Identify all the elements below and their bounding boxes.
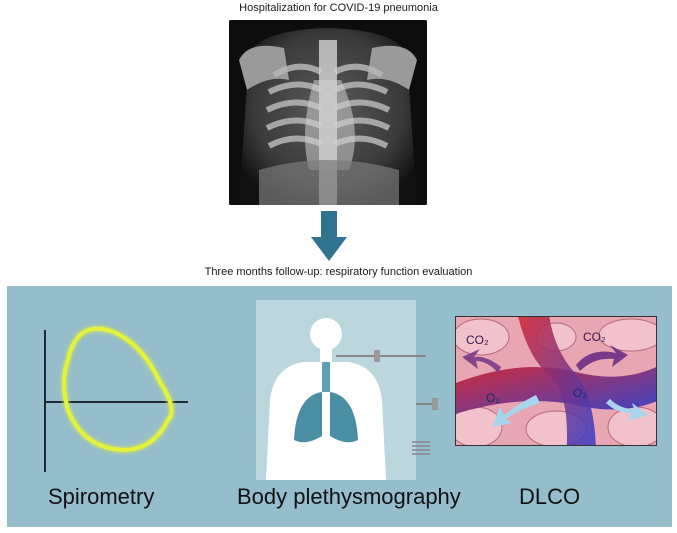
spirometry-label: Spirometry bbox=[48, 484, 155, 509]
top-caption: Hospitalization for COVID-19 pneumonia bbox=[239, 2, 438, 14]
co2-label-left: CO₂ bbox=[466, 333, 489, 347]
alveolar-exchange-drawing bbox=[456, 317, 656, 445]
spirometry-loop-icon bbox=[44, 326, 188, 472]
alveolar-exchange-image bbox=[455, 316, 657, 446]
co2-label-right: CO₂ bbox=[583, 330, 606, 344]
dlco-label: DLCO bbox=[519, 484, 581, 509]
down-arrow-icon bbox=[311, 211, 347, 261]
plethysmography-label: Body plethysmography bbox=[237, 484, 461, 509]
plethysmography-figure-icon bbox=[266, 318, 438, 480]
chest-xray-drawing bbox=[229, 20, 427, 205]
o2-label-right: O₂ bbox=[573, 386, 587, 400]
chest-xray-image bbox=[229, 20, 427, 205]
o2-label-left: O₂ bbox=[486, 391, 500, 405]
followup-caption: Three months follow-up: respiratory func… bbox=[204, 266, 473, 278]
